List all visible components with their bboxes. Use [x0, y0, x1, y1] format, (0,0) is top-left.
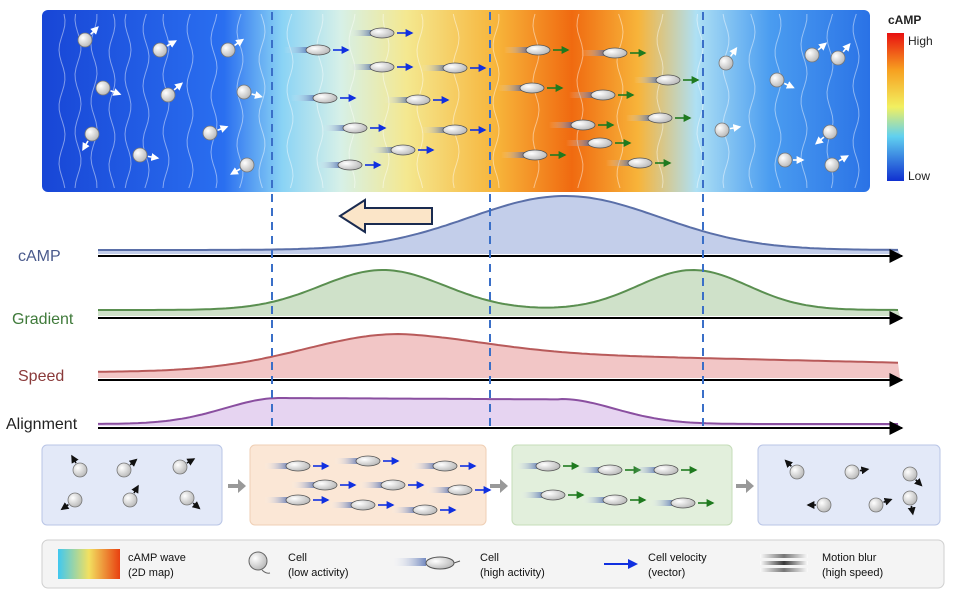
- speed-label: Speed: [18, 368, 64, 385]
- cell-high-activity-icon: [390, 556, 461, 570]
- camp-curve-line: [98, 195, 898, 251]
- legend-sublabel-camp-wave: (2D map): [128, 567, 174, 579]
- legend-sublabel-cell-low: (low activity): [288, 567, 349, 579]
- speed-curve-fill: [98, 334, 900, 378]
- legend-sublabel-velocity: (vector): [648, 567, 685, 579]
- camp-label: cAMP: [18, 248, 61, 265]
- phase-arrow-2: [490, 479, 508, 493]
- legend-box: [41, 539, 945, 589]
- legend-label-camp-wave: cAMP wave: [128, 552, 186, 564]
- gradient-curve-line: [98, 268, 899, 311]
- phase-panel-1: [41, 444, 223, 526]
- alignment-curve-fill: [98, 398, 900, 426]
- profile-curves: cAMP Gradient Speed Alignment: [6, 195, 904, 435]
- legend-label-motion-blur: Motion blur: [822, 552, 877, 564]
- legend-label-velocity: Cell velocity: [648, 552, 707, 564]
- cell-low-activity-icon: [248, 551, 271, 574]
- gradient-label: Gradient: [12, 311, 74, 328]
- phase-panels: [41, 444, 941, 526]
- phase-arrow-1: [228, 479, 246, 493]
- panel-cells: [60, 454, 923, 516]
- alignment-label: Alignment: [6, 416, 78, 433]
- colorbar-low-label: Low: [908, 169, 930, 183]
- speed-curve-line: [97, 332, 899, 373]
- legend: cAMP wave (2D map) Cell (low activity) C…: [41, 539, 945, 589]
- camp-wave-map: [42, 10, 870, 192]
- colorbar: cAMP High Low: [887, 13, 933, 183]
- legend-sublabel-cell-high: (high activity): [480, 567, 545, 579]
- camp-wave-swatch: [58, 549, 120, 579]
- phase-panel-4: [757, 444, 941, 526]
- wave-direction-arrow: [338, 198, 433, 234]
- alignment-curve-line: [98, 397, 898, 425]
- colorbar-high-label: High: [908, 34, 933, 48]
- legend-label-cell-low: Cell: [288, 552, 307, 564]
- legend-sublabel-motion-blur: (high speed): [822, 567, 883, 579]
- colorbar-title: cAMP: [888, 13, 921, 27]
- gradient-curve-fill: [98, 270, 900, 316]
- phase-arrow-3: [736, 479, 754, 493]
- motion-blur-icon: [760, 554, 808, 572]
- legend-label-cell-high: Cell: [480, 552, 499, 564]
- camp-curve-fill: [98, 196, 900, 254]
- map-cells: [77, 26, 851, 175]
- phase-panel-3: [511, 444, 733, 526]
